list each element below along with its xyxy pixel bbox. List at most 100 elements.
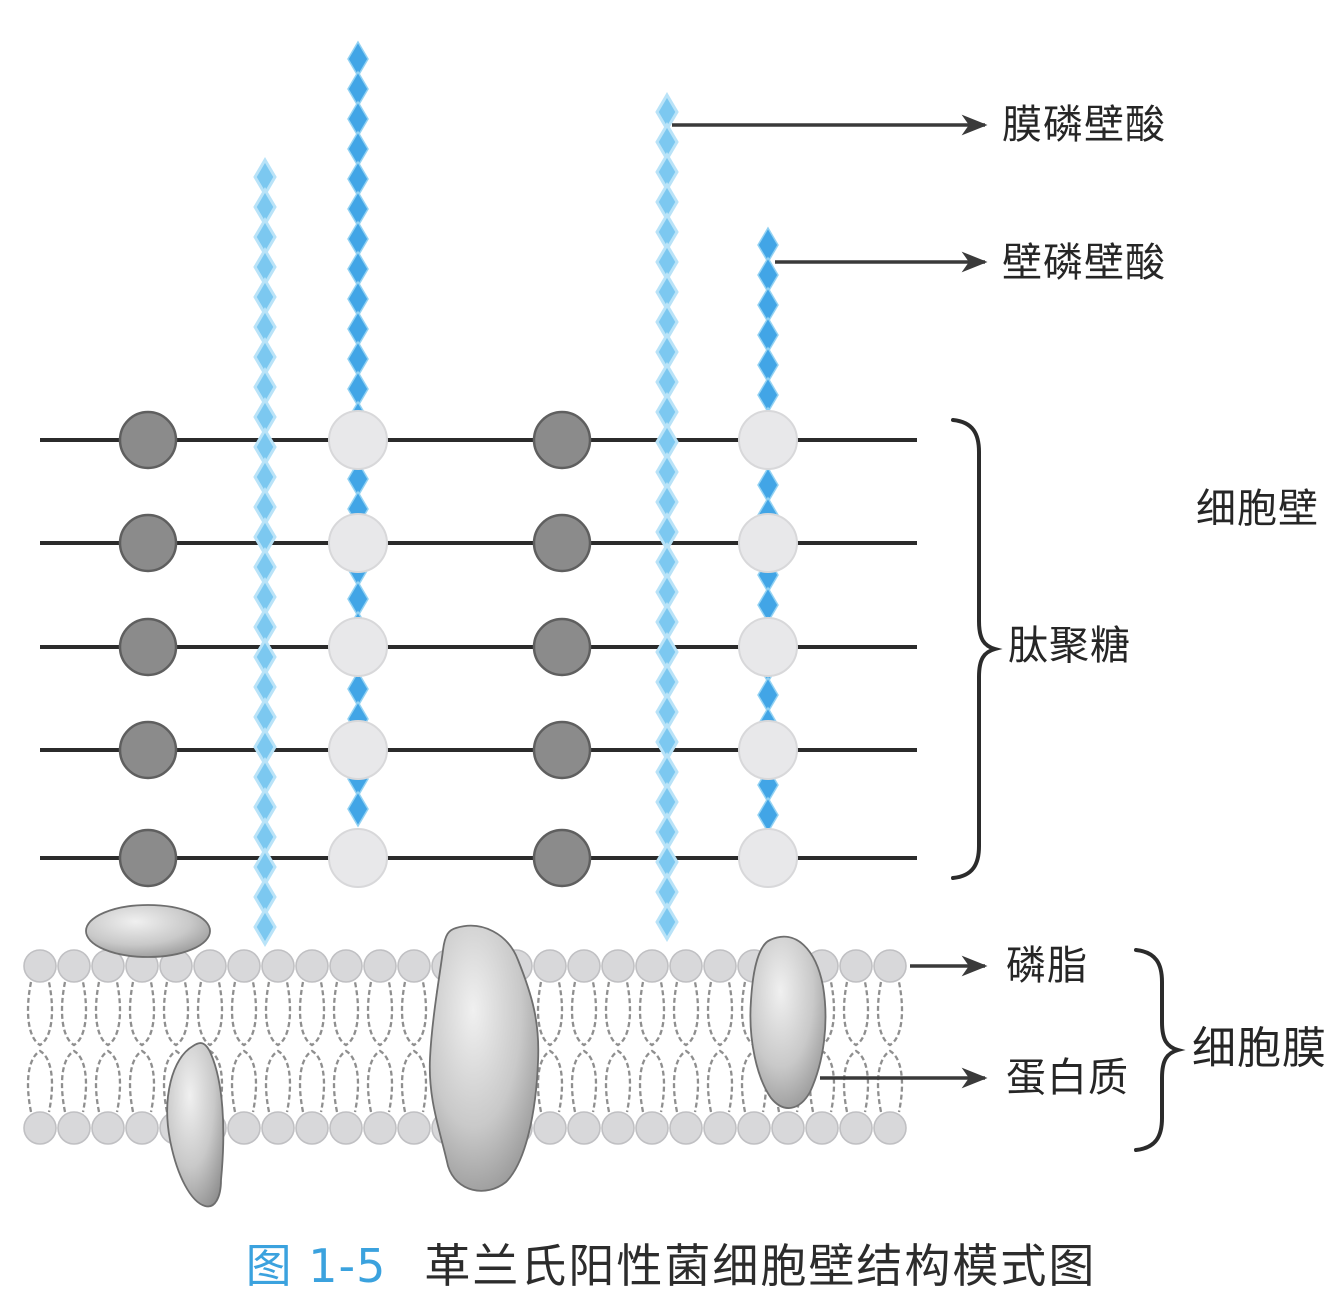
phospholipid-head <box>703 1111 737 1145</box>
glycan-bead-dark <box>532 513 592 573</box>
lipid-tail <box>366 1049 394 1113</box>
phospholipid-head <box>23 949 57 983</box>
phospholipid-head <box>703 949 737 983</box>
lipid-tail <box>570 981 598 1047</box>
glycan-bead-light <box>738 617 798 677</box>
figure-caption-title: 革兰氏阳性菌细胞壁结构模式图 <box>424 1239 1097 1293</box>
glycan-bead-light <box>738 828 798 888</box>
glycan-bead-dark <box>532 617 592 677</box>
lipid-tail <box>706 1049 734 1113</box>
phospholipid-head <box>227 949 261 983</box>
cell-membrane-brace <box>1134 948 1186 1152</box>
phospholipid-head <box>601 1111 635 1145</box>
lipid-tail <box>128 1049 156 1113</box>
glycan-bead-light <box>328 410 388 470</box>
glycan-bead-dark <box>118 720 178 780</box>
phospholipid-head <box>193 949 227 983</box>
lipid-tail <box>638 981 666 1047</box>
label-membrane-teichoic-acid: 膜磷壁酸 <box>1002 102 1166 148</box>
lipid-tail <box>536 1049 564 1113</box>
glycan-bead-dark <box>118 828 178 888</box>
lipid-tail <box>94 1049 122 1113</box>
lipid-tail <box>332 1049 360 1113</box>
phospholipid-head <box>363 949 397 983</box>
lipid-tail <box>638 1049 666 1113</box>
lipid-tail <box>672 981 700 1047</box>
phospholipid-head <box>261 949 295 983</box>
label-peptidoglycan: 肽聚糖 <box>1008 623 1131 669</box>
phospholipid-head <box>533 1111 567 1145</box>
glycan-bead-light <box>738 720 798 780</box>
lipid-tail <box>536 981 564 1047</box>
wall-teichoic-chain <box>347 790 369 828</box>
phospholipid-head <box>227 1111 261 1145</box>
glycan-bead-light <box>328 513 388 573</box>
glycan-bead-dark <box>118 513 178 573</box>
lipid-tail <box>366 981 394 1047</box>
lipid-tail <box>264 981 292 1047</box>
phospholipid-head <box>261 1111 295 1145</box>
lipid-tail <box>332 981 360 1047</box>
label-wall-teichoic-acid: 壁磷壁酸 <box>1002 240 1166 286</box>
membrane-teichoic-chain <box>655 902 679 942</box>
phospholipid-head <box>635 949 669 983</box>
protein-blob <box>85 904 211 958</box>
phospholipid-head <box>329 1111 363 1145</box>
glycan-bead-light <box>738 410 798 470</box>
phospholipid-head <box>125 1111 159 1145</box>
glycan-bead-light <box>328 720 388 780</box>
lipid-tail <box>298 981 326 1047</box>
phospholipid-head <box>397 1111 431 1145</box>
phospholipid-head <box>329 949 363 983</box>
lipid-tail <box>298 1049 326 1113</box>
phospholipid-head <box>839 949 873 983</box>
phospholipid-head <box>57 949 91 983</box>
lipid-tail <box>604 981 632 1047</box>
lipid-tail <box>230 981 258 1047</box>
figure-caption-number: 图 1-5 <box>245 1239 387 1293</box>
phospholipid-head <box>873 1111 907 1145</box>
lipid-tail <box>876 981 904 1047</box>
label-phospholipid: 磷脂 <box>1006 943 1088 989</box>
lipid-tail <box>60 981 88 1047</box>
lipid-tail <box>842 981 870 1047</box>
phospholipid-head <box>57 1111 91 1145</box>
lipid-tail <box>26 1049 54 1113</box>
lipid-tail <box>94 981 122 1047</box>
cell-wall-brace <box>951 418 1003 880</box>
lipid-tail <box>672 1049 700 1113</box>
glycan-bead-dark <box>118 617 178 677</box>
phospholipid-head <box>601 949 635 983</box>
phospholipid-head <box>839 1111 873 1145</box>
lipid-tail <box>196 981 224 1047</box>
protein-blob <box>428 924 540 1192</box>
phospholipid-head <box>669 949 703 983</box>
phospholipid-head <box>737 1111 771 1145</box>
glycan-bead-dark <box>118 410 178 470</box>
phospholipid-head <box>295 1111 329 1145</box>
glycan-bead-light <box>328 828 388 888</box>
label-cell-wall: 细胞壁 <box>1196 486 1319 532</box>
glycan-bead-dark <box>532 410 592 470</box>
phospholipid-head <box>669 1111 703 1145</box>
phospholipid-head <box>567 949 601 983</box>
phospholipid-head <box>771 1111 805 1145</box>
lipid-tail <box>706 981 734 1047</box>
protein-blob <box>749 935 827 1109</box>
figure-caption: 图 1-5 革兰氏阳性菌细胞壁结构模式图 <box>0 1230 1342 1296</box>
phospholipid-head <box>363 1111 397 1145</box>
lipid-tail <box>876 1049 904 1113</box>
phospholipid-head <box>295 949 329 983</box>
lipid-tail <box>162 981 190 1047</box>
lipid-tail <box>60 1049 88 1113</box>
phospholipid-head <box>23 1111 57 1145</box>
membrane-teichoic-chain <box>253 907 277 947</box>
lipid-tail <box>400 1049 428 1113</box>
phospholipid-head <box>533 949 567 983</box>
glycan-bead-dark <box>532 828 592 888</box>
label-protein: 蛋白质 <box>1006 1055 1129 1101</box>
phospholipid-head <box>873 949 907 983</box>
label-cell-membrane: 细胞膜 <box>1192 1023 1327 1074</box>
lipid-tail <box>570 1049 598 1113</box>
